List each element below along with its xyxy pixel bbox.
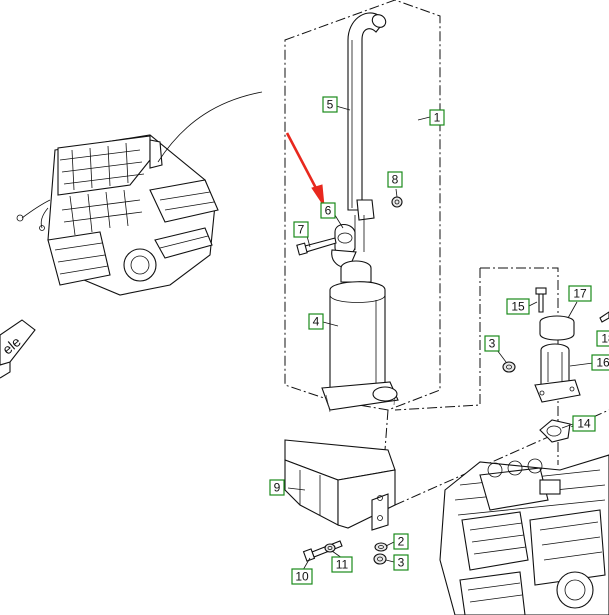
callout-11[interactable]: 11 [331,556,353,573]
callout-3-right[interactable]: 3 [484,335,500,352]
muffler [321,260,399,413]
callout-3-lower[interactable]: 3 [393,554,409,571]
bolt-18 [599,311,609,323]
svg-text:3: 3 [398,556,405,570]
assembly-boundary-lines [284,0,609,506]
svg-text:3: 3 [489,337,496,351]
previous-page-arrow[interactable]: ele [0,319,36,379]
tail-pipe [347,12,387,252]
svg-text:9: 9 [274,481,281,495]
callout-5[interactable]: 5 [322,96,338,113]
nut-8 [391,196,403,208]
svg-text:11: 11 [336,558,349,572]
svg-text:7: 7 [298,223,305,237]
svg-text:4: 4 [313,315,320,329]
callout-17[interactable]: 17 [568,285,592,302]
svg-text:8: 8 [392,173,399,187]
machine-overview-illustration [16,91,263,296]
callout-1[interactable]: 1 [429,109,445,126]
heat-shield-bracket [284,439,396,531]
svg-text:1: 1 [434,111,441,125]
callout-14[interactable]: 14 [572,415,596,432]
svg-text:2: 2 [398,535,405,549]
svg-text:10: 10 [295,570,309,584]
nut-3-lower [373,553,387,565]
callout-16[interactable]: 16 [591,354,609,371]
nut-3-right [502,361,516,373]
clamp-17 [539,315,575,341]
callout-2[interactable]: 2 [393,533,409,550]
callout-8[interactable]: 8 [387,171,403,188]
washer-11 [324,543,336,553]
callout-18[interactable]: 18 [596,330,609,347]
callout-4[interactable]: 4 [308,313,324,330]
bolt-15 [535,287,547,313]
washer-2 [374,542,388,552]
engine-block [439,454,609,615]
callout-10[interactable]: 10 [291,568,313,585]
callout-15[interactable]: 15 [506,298,530,315]
svg-text:15: 15 [511,300,525,314]
callout-7[interactable]: 7 [293,221,309,238]
callout-9[interactable]: 9 [269,479,285,496]
svg-text:6: 6 [325,204,332,218]
svg-text:5: 5 [327,98,334,112]
callout-6[interactable]: 6 [320,202,336,219]
adapter-16 [534,343,581,403]
svg-text:17: 17 [573,287,587,301]
bolt-7 [296,237,337,256]
svg-text:16: 16 [596,356,609,370]
highlight-arrow [285,132,325,207]
gasket-14 [539,419,571,443]
svg-text:14: 14 [577,417,591,431]
svg-text:18: 18 [601,332,609,346]
